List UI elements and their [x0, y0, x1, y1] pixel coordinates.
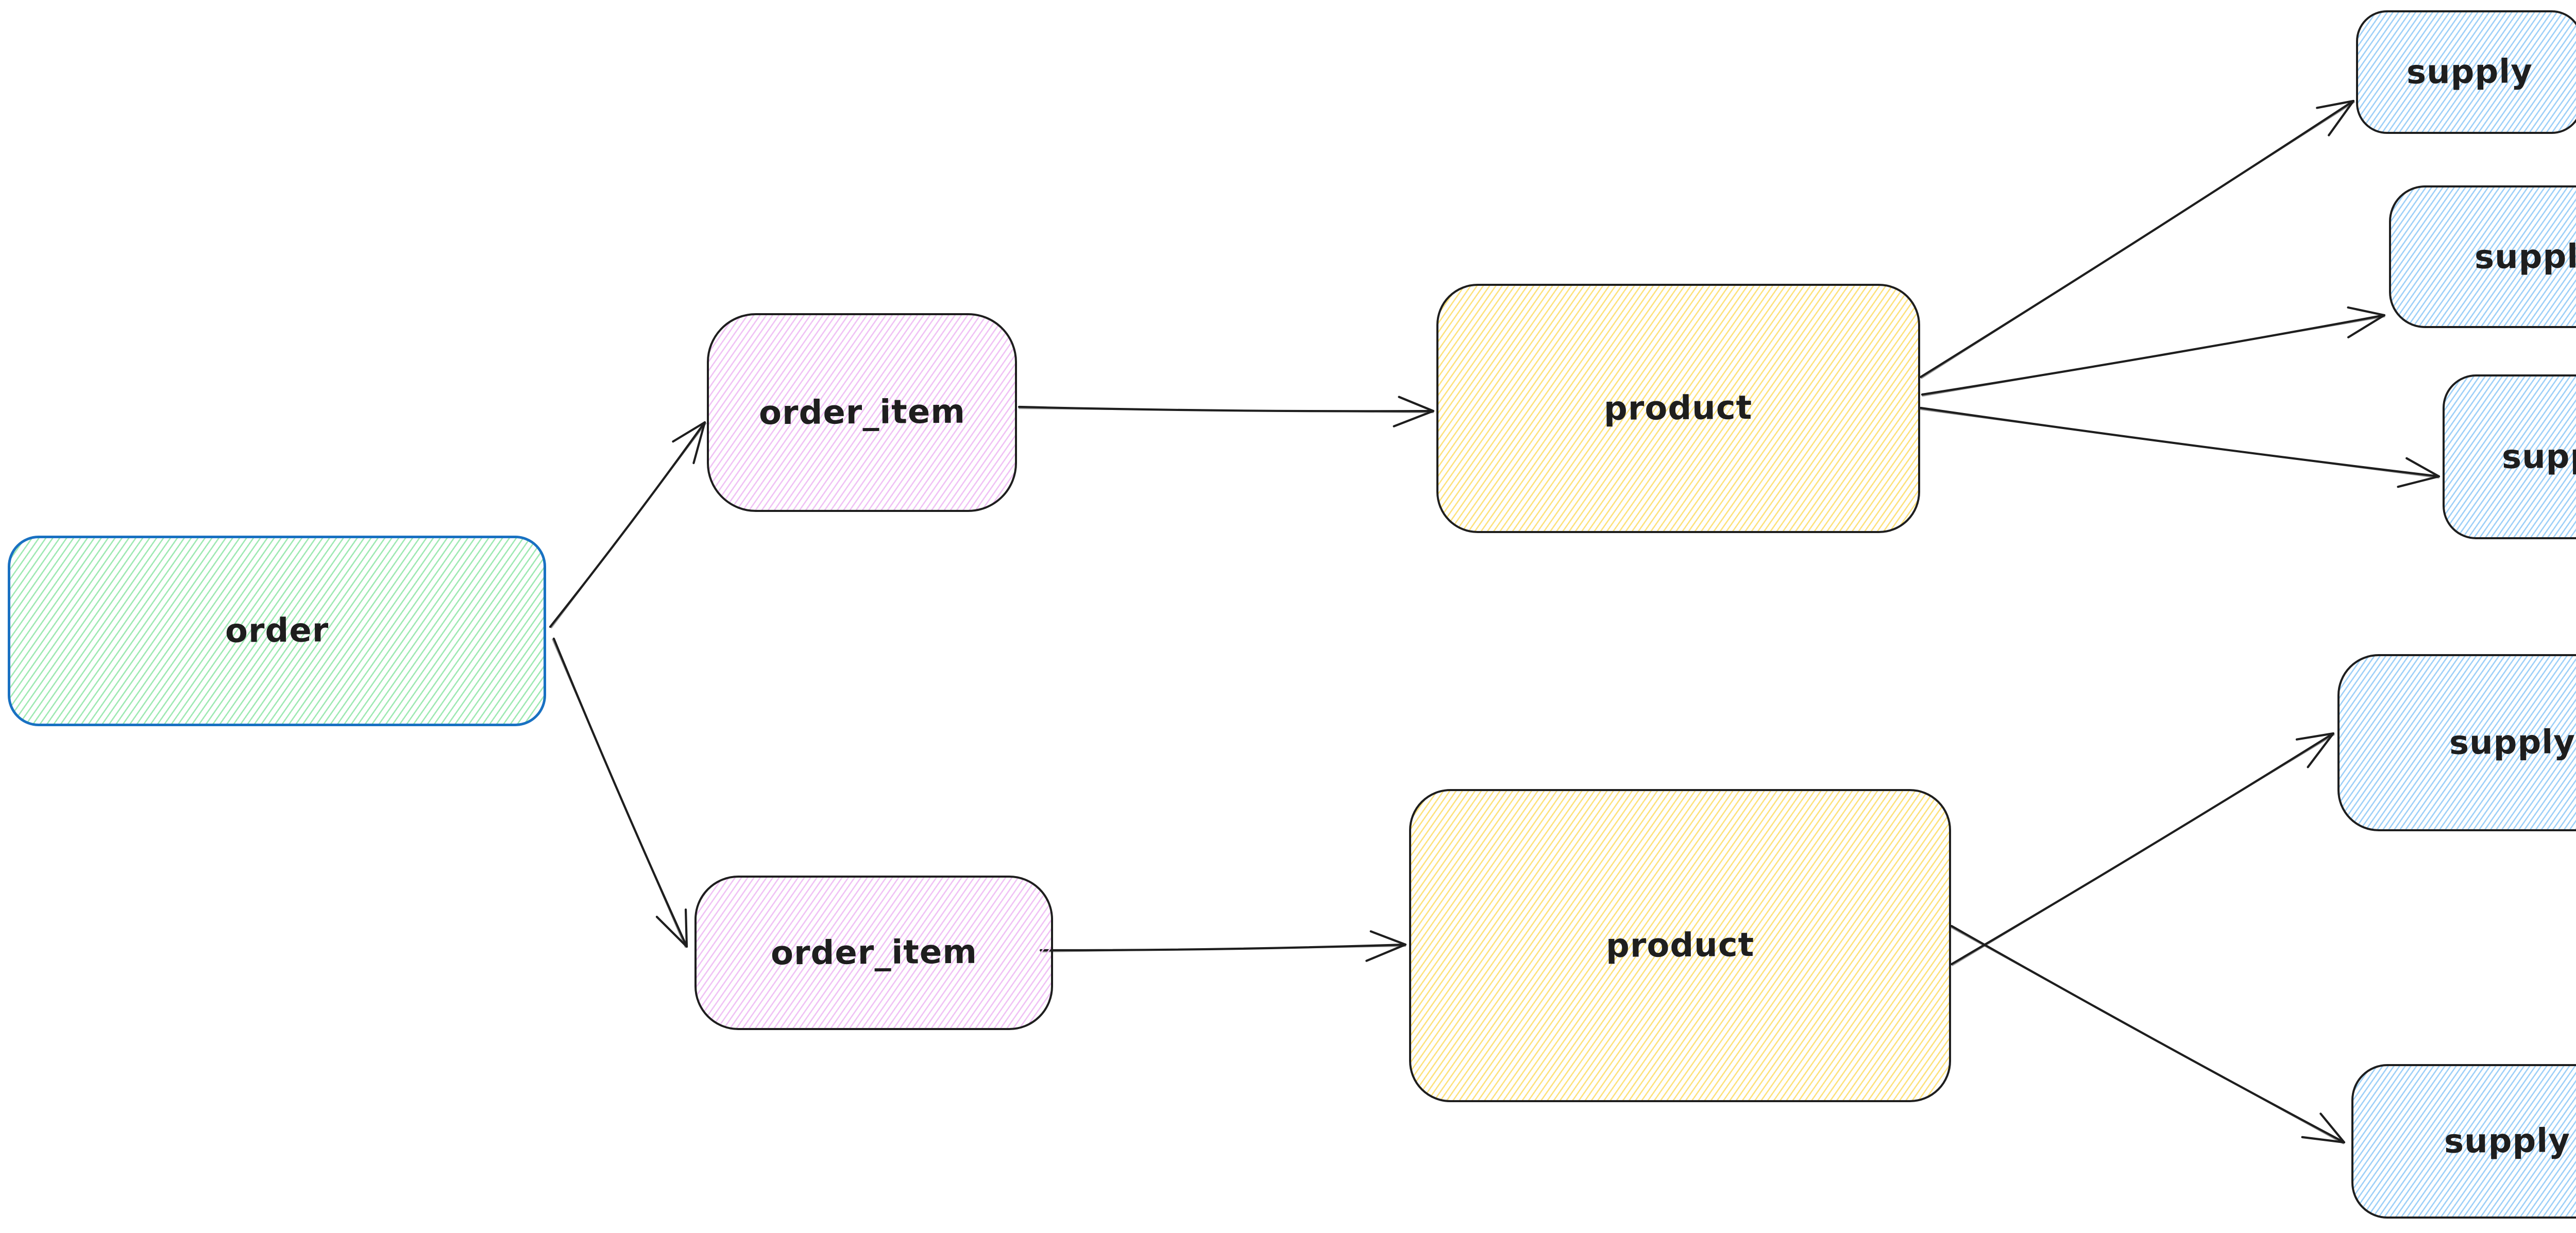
node-label: product — [1604, 388, 1753, 429]
node-supply_4[interactable]: supply — [2337, 654, 2576, 831]
node-order_item_2[interactable]: order_item — [694, 876, 1053, 1030]
node-label: supply — [2444, 1122, 2571, 1161]
node-label: supply — [2501, 437, 2576, 476]
arrow-product_2-supply_5[interactable] — [1950, 924, 2346, 1144]
node-label: supply — [2474, 237, 2576, 277]
node-order_item_1[interactable]: order_item — [707, 313, 1017, 512]
node-order[interactable]: order — [8, 536, 546, 726]
arrow-order_item_1-product_1[interactable] — [1018, 396, 1435, 427]
node-supply_1[interactable]: supply — [2356, 10, 2576, 134]
arrow-product_2-supply_4[interactable] — [1950, 732, 2335, 966]
node-label: order_item — [758, 392, 965, 433]
arrow-product_1-supply_2[interactable] — [1921, 306, 2386, 397]
arrow-order_item_2-product_2[interactable] — [1039, 930, 1407, 962]
node-label: supply — [2406, 53, 2533, 92]
node-product_1[interactable]: product — [1436, 284, 1920, 533]
arrow-product_1-supply_3[interactable] — [1919, 406, 2441, 488]
node-label: order_item — [770, 933, 977, 973]
arrow-order-order_item_2[interactable] — [552, 637, 688, 948]
node-supply_3[interactable]: supply — [2443, 374, 2576, 539]
node-label: supply — [2449, 723, 2576, 762]
node-label: product — [1605, 926, 1755, 966]
node-label: order — [225, 611, 329, 650]
node-supply_5[interactable]: supply — [2351, 1064, 2576, 1219]
node-supply_2[interactable]: supply — [2389, 185, 2576, 328]
node-product_2[interactable]: product — [1409, 789, 1951, 1102]
arrow-order-order_item_1[interactable] — [549, 421, 707, 629]
arrow-product_1-supply_1[interactable] — [1919, 99, 2355, 379]
